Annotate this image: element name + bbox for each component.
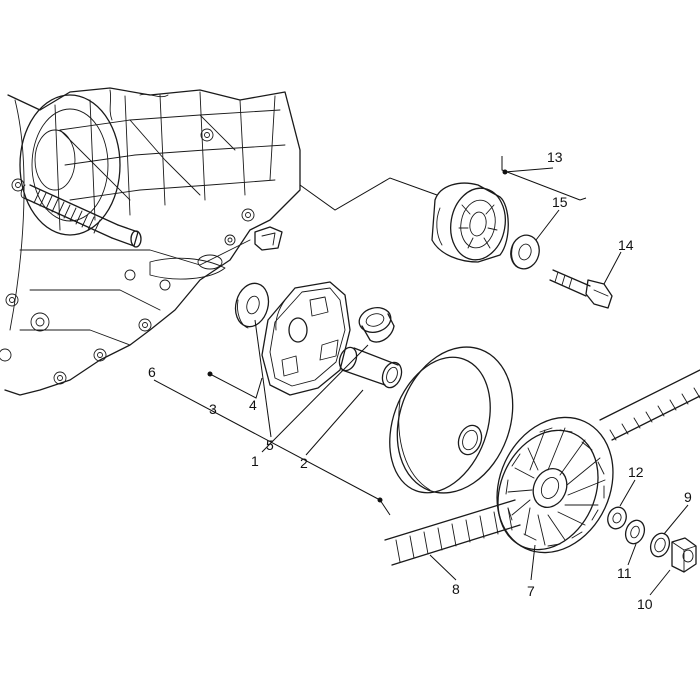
callout-8: 8	[452, 581, 460, 597]
part-13-hub-bearing	[431, 182, 509, 263]
part-14-bolt	[549, 269, 613, 309]
callout-5: 5	[266, 437, 274, 453]
callout-15: 15	[552, 194, 568, 210]
callout-1: 1	[251, 453, 259, 469]
part-8-drive-belt	[384, 369, 700, 566]
callout-11: 11	[617, 565, 632, 581]
callout-10: 10	[637, 596, 653, 612]
callout-12: 12	[628, 464, 644, 480]
callout-14: 14	[618, 237, 634, 253]
part-11-washer	[624, 519, 646, 545]
pulley-disc	[389, 346, 514, 494]
crankcase-housing	[0, 87, 301, 396]
part-5-ramp-plate	[261, 281, 351, 396]
part-10-nut	[671, 537, 697, 573]
splined-shaft	[20, 184, 142, 248]
part-9-spring-washer	[649, 532, 671, 558]
callout-2: 2	[300, 455, 308, 471]
part-2-bushing-small	[358, 307, 395, 343]
callout-9: 9	[684, 489, 692, 505]
callout-7: 7	[527, 583, 535, 599]
leader-lines	[153, 156, 689, 596]
part-15-bearing	[510, 234, 540, 270]
part-12-washer	[607, 506, 627, 530]
part-6-washer	[234, 282, 270, 329]
callout-6: 6	[148, 364, 156, 380]
callout-13: 13	[547, 149, 563, 165]
small-clip	[254, 226, 283, 251]
callout-4: 4	[249, 397, 257, 413]
part-7-variator-fan	[496, 416, 614, 554]
callout-3: 3	[209, 401, 217, 417]
callout-labels: 13 15 14 6 3 4 5 1 2 12 9 11 8 7 10	[148, 149, 692, 612]
part-1-sleeve	[338, 346, 403, 389]
